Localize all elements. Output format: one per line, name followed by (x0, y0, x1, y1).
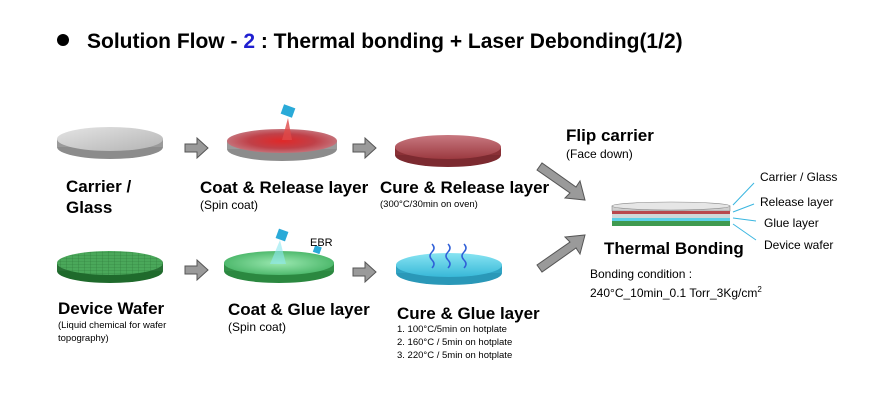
cure-glue-conditions: 1. 100°C/5min on hotplate 2. 160°C / 5mi… (397, 323, 512, 362)
layer-label-glue: Glue layer (764, 216, 819, 230)
carrier-glass-label: Carrier / Glass (66, 177, 132, 217)
bonded-stack (611, 201, 731, 226)
carrier-glass-wafer (57, 127, 163, 159)
cure-glue-wafer (396, 243, 502, 285)
layer-pointers (732, 182, 757, 241)
device-wafer (57, 251, 163, 283)
bonding-condition-label: Bonding condition : (590, 267, 693, 281)
cure-glue-label: Cure & Glue layer (397, 304, 540, 323)
device-wafer-label: Device Wafer (58, 299, 165, 318)
layer-label-device: Device wafer (764, 238, 834, 252)
cure-release-label: Cure & Release layer (380, 178, 550, 197)
flip-carrier-note: (Face down) (566, 147, 633, 161)
cure-glue-condition: 1. 100°C/5min on hotplate (397, 324, 507, 335)
arrow-down-right-icon (536, 162, 586, 201)
ebr-label: EBR (310, 237, 333, 249)
coat-release-label: Coat & Release layer (200, 178, 369, 197)
arrow-up-right-icon (536, 234, 586, 273)
arrow-right-icon (352, 136, 377, 160)
cure-release-note: (300°C/30min on oven) (380, 199, 478, 210)
arrow-right-icon (184, 136, 209, 160)
coat-glue-wafer (224, 228, 334, 283)
arrow-right-icon (352, 260, 377, 284)
cure-glue-condition: 2. 160°C / 5min on hotplate (397, 337, 513, 348)
ebr-nozzle-icon (312, 245, 322, 255)
bonding-condition-value: 240°C_10min_0.1 Torr_3Kg/cm2 (590, 285, 762, 300)
bullet-icon (57, 34, 69, 47)
layer-label-carrier: Carrier / Glass (760, 170, 838, 184)
arrow-right-icon (184, 258, 209, 282)
cure-glue-condition: 3. 220°C / 5min on hotplate (397, 350, 513, 361)
heat-wave-icon (429, 243, 467, 269)
coat-glue-label: Coat & Glue layer (228, 300, 370, 319)
page-title: Solution Flow - 2 : Thermal bonding + La… (57, 30, 683, 54)
coat-glue-note: (Spin coat) (228, 320, 287, 334)
device-wafer-note: (Liquid chemical for wafer topography) (58, 320, 167, 344)
coat-release-note: (Spin coat) (200, 198, 259, 212)
thermal-bonding-label: Thermal Bonding (604, 239, 744, 258)
dispense-nozzle-icon (275, 228, 289, 242)
dispense-nozzle-icon (280, 104, 296, 118)
flip-carrier-label: Flip carrier (566, 126, 654, 145)
coat-release-wafer (227, 104, 337, 161)
cure-release-wafer (395, 135, 501, 167)
layer-label-release: Release layer (760, 195, 834, 209)
